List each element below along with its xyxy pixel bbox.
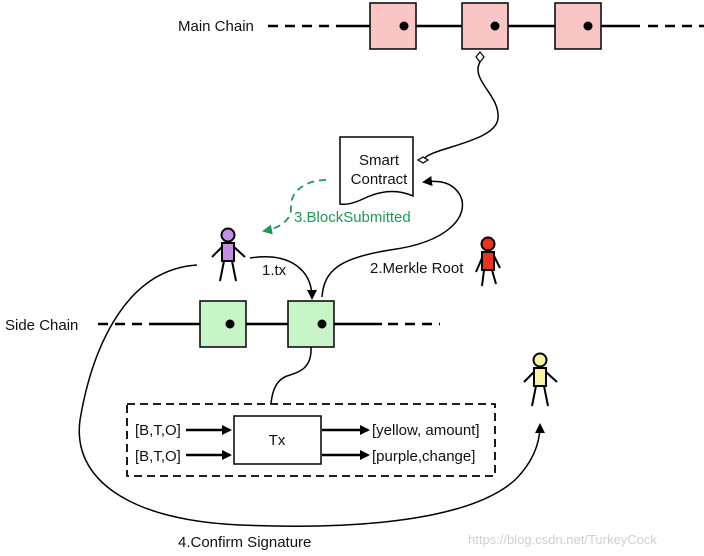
tx-arrow bbox=[249, 256, 317, 300]
step-merkle-root: 2.Merkle Root bbox=[370, 260, 464, 277]
main-chain-label: Main Chain bbox=[178, 18, 254, 35]
tx-output-1: [yellow, amount] bbox=[372, 422, 480, 439]
person-icon bbox=[532, 352, 548, 368]
actor-purple-leg-right bbox=[231, 260, 237, 282]
side-block-2 bbox=[287, 300, 335, 348]
actor-yellow-leg-right bbox=[543, 385, 549, 407]
tx-output-2: [purple,change] bbox=[372, 448, 475, 465]
smart-contract-document: Smart Contract bbox=[339, 136, 414, 205]
actor-purple-arm-right bbox=[233, 246, 246, 258]
tx-center-label: Tx bbox=[269, 432, 286, 449]
block-to-contract-connector bbox=[423, 61, 499, 160]
side-block-2-dot bbox=[317, 319, 327, 329]
actor-red-body bbox=[481, 251, 495, 271]
actor-yellow bbox=[523, 352, 558, 407]
contract-line1: Smart bbox=[359, 152, 400, 169]
connector-diamond-top bbox=[475, 51, 485, 63]
actor-purple-body bbox=[221, 242, 235, 262]
actor-purple bbox=[211, 227, 246, 282]
actor-yellow-arm-right bbox=[545, 371, 558, 383]
tx-input-2: [B,T,O] bbox=[135, 448, 181, 465]
actor-yellow-leg-left bbox=[531, 385, 537, 407]
main-block-3-dot bbox=[583, 21, 593, 31]
block-to-tx-connector bbox=[270, 346, 312, 405]
actor-red bbox=[475, 236, 501, 287]
side-chain-label: Side Chain bbox=[5, 317, 78, 334]
confirm-signature-arrow bbox=[78, 264, 545, 527]
actor-red-arm-right bbox=[493, 255, 501, 269]
step-tx: 1.tx bbox=[262, 262, 287, 279]
actor-yellow-body bbox=[533, 367, 547, 387]
tx-center-box bbox=[233, 415, 322, 465]
step-confirm-signature: 4.Confirm Signature bbox=[178, 534, 311, 551]
actor-red-leg-right bbox=[491, 269, 497, 285]
person-icon bbox=[220, 227, 236, 243]
actor-purple-leg-left bbox=[219, 260, 225, 282]
block-submitted-arrow bbox=[262, 179, 327, 235]
merkle-root-arrow bbox=[321, 176, 464, 298]
step-block-submitted: 3.BlockSubmitted bbox=[294, 209, 411, 226]
actor-red-arm-left bbox=[475, 257, 483, 273]
actor-purple-arm-left bbox=[211, 246, 223, 258]
watermark: https://blog.csdn.net/TurkeyCock bbox=[468, 532, 657, 547]
main-block-3 bbox=[554, 2, 602, 50]
connector-diamond-bottom bbox=[416, 156, 430, 164]
actor-red-leg-left bbox=[481, 269, 485, 287]
main-block-2 bbox=[461, 2, 509, 50]
contract-line2: Contract bbox=[351, 171, 409, 188]
main-block-1 bbox=[369, 2, 417, 50]
side-block-1-dot bbox=[225, 319, 235, 329]
document-icon bbox=[339, 136, 414, 205]
side-block-1 bbox=[199, 300, 247, 348]
person-icon bbox=[480, 236, 496, 252]
main-block-2-dot bbox=[490, 21, 500, 31]
actor-yellow-arm-left bbox=[523, 371, 535, 383]
transaction-box bbox=[126, 403, 496, 477]
main-block-1-dot bbox=[399, 21, 409, 31]
tx-input-1: [B,T,O] bbox=[135, 422, 181, 439]
